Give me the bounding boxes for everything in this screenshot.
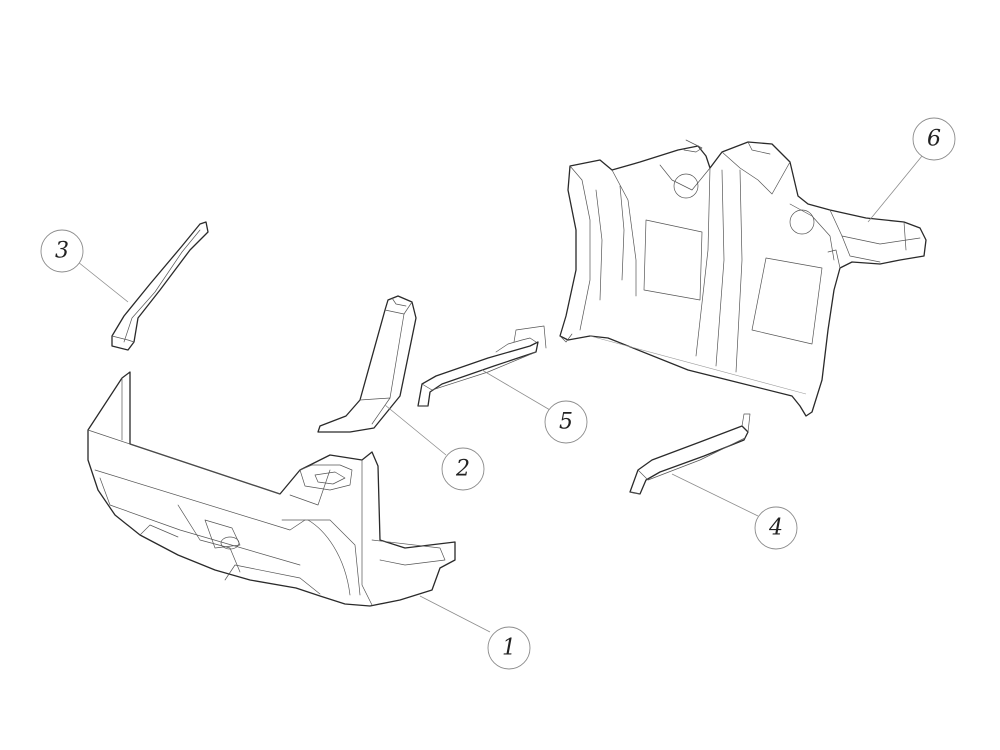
callout-circle bbox=[487, 626, 531, 670]
callout-circle bbox=[544, 400, 588, 444]
callout-label: 1 bbox=[502, 636, 516, 661]
callout-label: 5 bbox=[559, 410, 573, 435]
callout-3: 3 bbox=[40, 229, 129, 303]
callout-label: 6 bbox=[927, 127, 941, 152]
callout-circle bbox=[441, 447, 485, 491]
part-5-sill-trim-left bbox=[417, 325, 547, 407]
callout-label: 3 bbox=[55, 239, 69, 264]
callout-label: 2 bbox=[455, 457, 470, 482]
callout-6: 6 bbox=[867, 117, 956, 223]
part-3-a-pillar-strip bbox=[111, 221, 209, 351]
part-4-sill-trim-right bbox=[629, 413, 751, 495]
callout-1: 1 bbox=[419, 595, 531, 670]
callout-circle bbox=[40, 229, 84, 273]
callout-2: 2 bbox=[384, 404, 485, 491]
part-2-pillar-trim bbox=[317, 295, 417, 433]
callout-5: 5 bbox=[481, 369, 588, 444]
callout-label: 4 bbox=[768, 516, 783, 541]
part-1-front-floor-tub bbox=[87, 371, 456, 607]
callout-4: 4 bbox=[671, 473, 798, 550]
callout-circle bbox=[912, 117, 956, 161]
part-6-rear-seat-panel bbox=[559, 139, 927, 417]
callout-circle bbox=[754, 506, 798, 550]
